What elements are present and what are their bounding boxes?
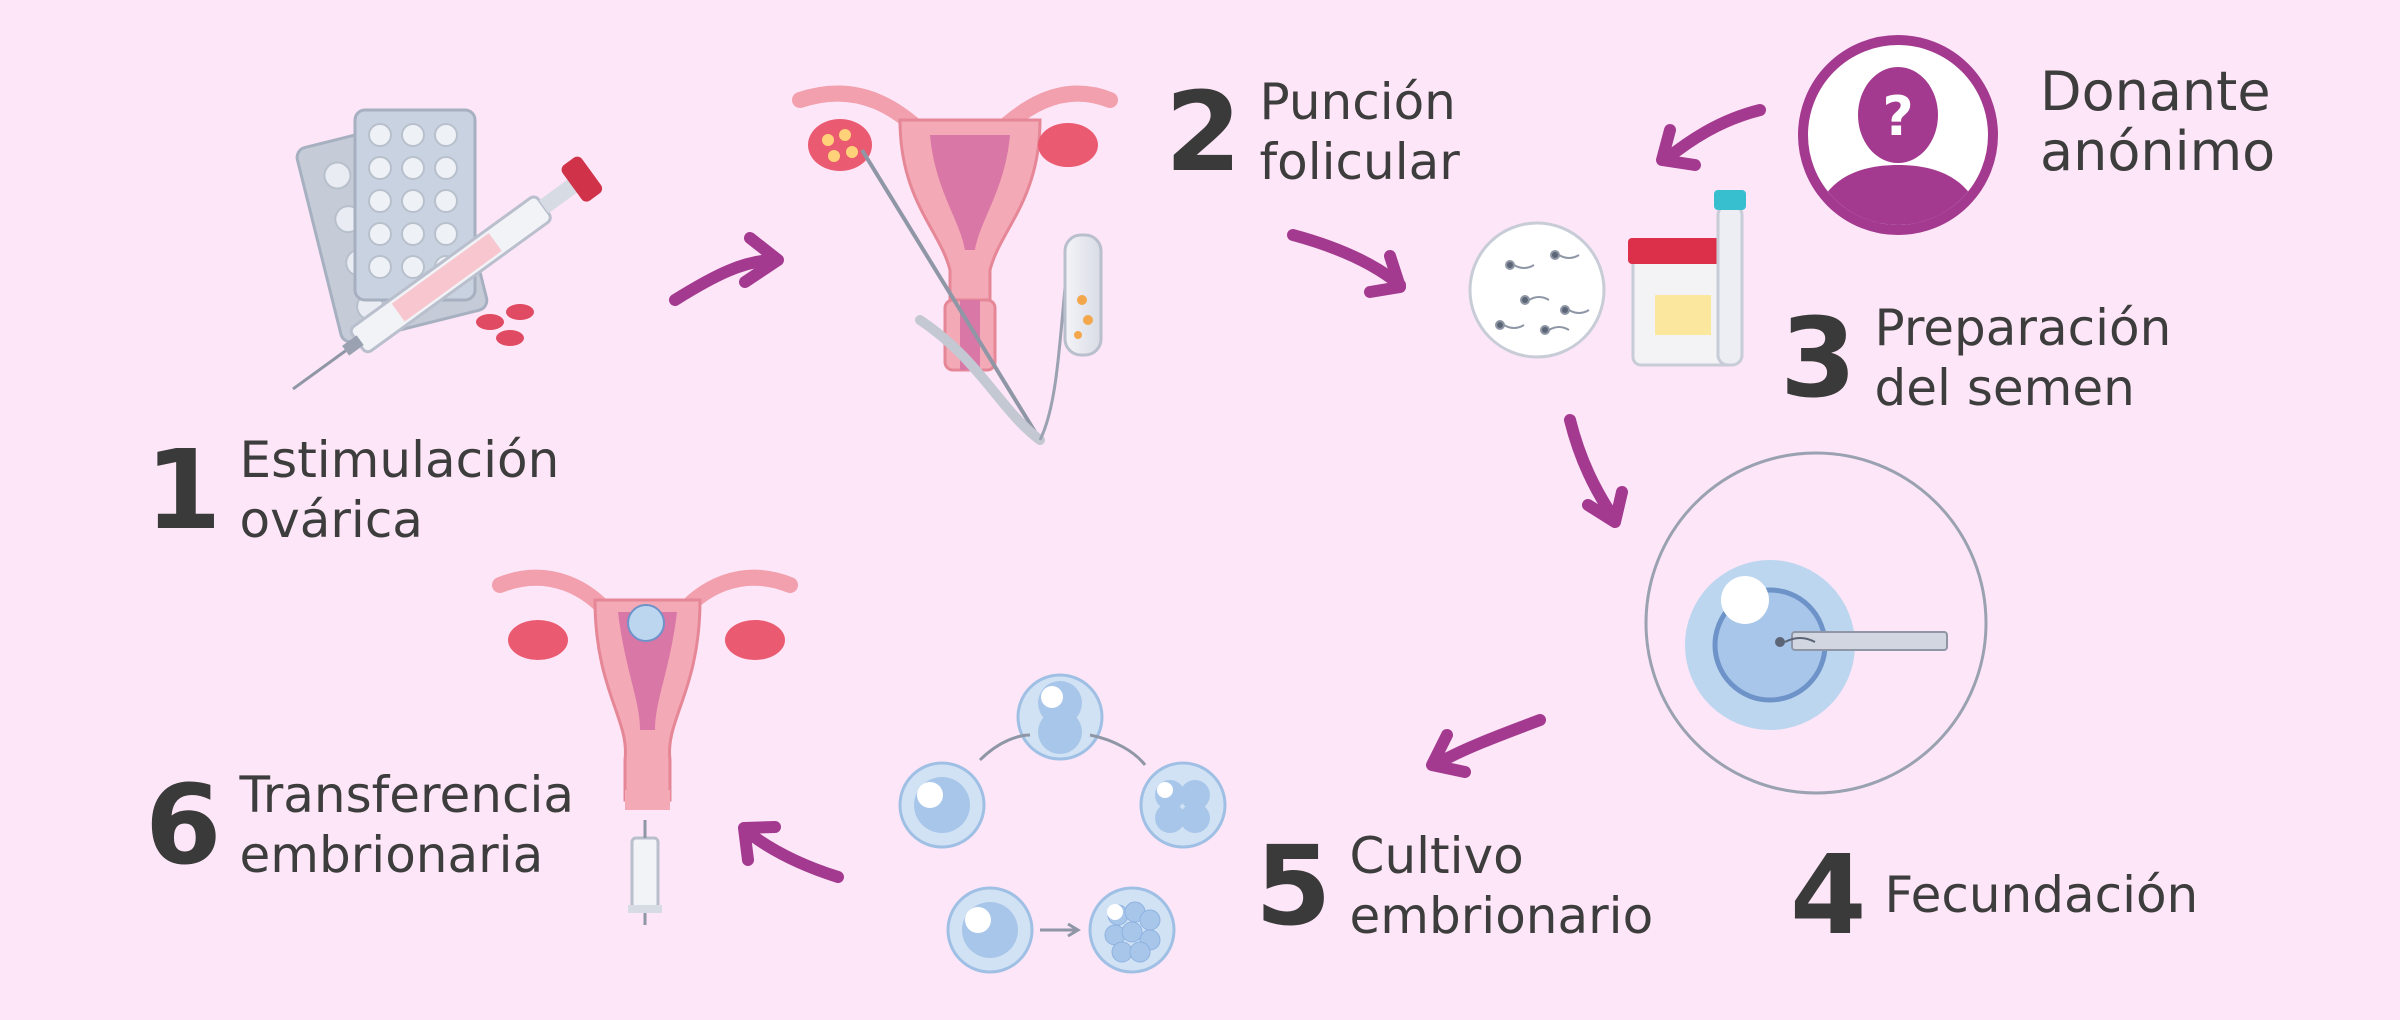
- embryo-top: [1016, 673, 1104, 761]
- step-number: 3: [1780, 294, 1857, 422]
- arrow-5-to-6: [738, 821, 844, 883]
- step-4-label: 4 Fecundación: [1790, 840, 2198, 950]
- arrow-4-to-5: [1426, 714, 1546, 778]
- test-tube-icon: [1063, 233, 1103, 357]
- step-title-line1: Cultivo: [1349, 827, 1524, 885]
- microinjection-pipette-icon: [1775, 631, 1948, 651]
- step-title-line1: Fecundación: [1884, 866, 2199, 924]
- step-title-line2: embrionaria: [239, 826, 544, 884]
- step-number: 5: [1255, 822, 1332, 950]
- implanted-embryo-icon: [627, 604, 665, 642]
- syringe-icon: [292, 156, 603, 391]
- step-title-line1: Punción: [1259, 73, 1456, 131]
- arrow-donor-to-3: [1656, 104, 1766, 171]
- puncture-needle: [860, 148, 1042, 442]
- step-title-line2: ovárica: [239, 491, 423, 549]
- embryo-culture-illustration: [898, 673, 1227, 974]
- step-number: 1: [145, 426, 222, 554]
- pill-blister-front: [353, 108, 477, 302]
- step-title-line2: embrionario: [1349, 887, 1654, 945]
- sperm-plate-icon: [1468, 221, 1606, 359]
- step-title-line1: Estimulación: [239, 431, 560, 489]
- embryo-bottom-right: [1088, 886, 1176, 974]
- sample-tube-icon: [1714, 190, 1746, 367]
- transfer-syringe-icon: [628, 820, 662, 925]
- donor-label-line2: anónimo: [2040, 120, 2276, 184]
- embryo-transfer-illustration: [492, 569, 798, 925]
- anonymous-donor-icon: ?: [1798, 35, 1998, 235]
- pills-syringe-illustration: [292, 108, 603, 391]
- step-number: 6: [145, 761, 222, 889]
- svg-text:?: ?: [1882, 85, 1913, 148]
- step-title-line1: Preparación: [1874, 299, 2172, 357]
- arrow-1-to-2: [669, 232, 784, 306]
- flow-arrows: [669, 104, 1766, 883]
- embryo-left: [898, 761, 986, 849]
- red-pills-icon: [476, 304, 534, 346]
- semen-preparation-illustration: [1468, 190, 1746, 367]
- step-title-line1: Transferencia: [239, 766, 574, 824]
- step-number: 2: [1165, 68, 1242, 196]
- step-title-line2: del semen: [1874, 359, 2135, 417]
- arrow-2-to-3: [1287, 229, 1406, 298]
- step-title-line2: folicular: [1259, 133, 1460, 191]
- sample-container-icon: [1628, 238, 1738, 367]
- embryo-right: [1139, 761, 1227, 849]
- follicular-puncture-illustration: [792, 85, 1118, 445]
- fertilization-illustration: [1644, 451, 1988, 795]
- step-number: 4: [1790, 831, 1867, 959]
- arrow-3-to-4: [1564, 414, 1628, 528]
- small-arrow-icon: [1040, 922, 1081, 938]
- sperm-cells: [1495, 250, 1590, 335]
- donor-label-line1: Donante: [2040, 60, 2271, 123]
- donor-label: Donante anónimo: [2040, 60, 2276, 184]
- embryo-bottom-left: [946, 886, 1034, 974]
